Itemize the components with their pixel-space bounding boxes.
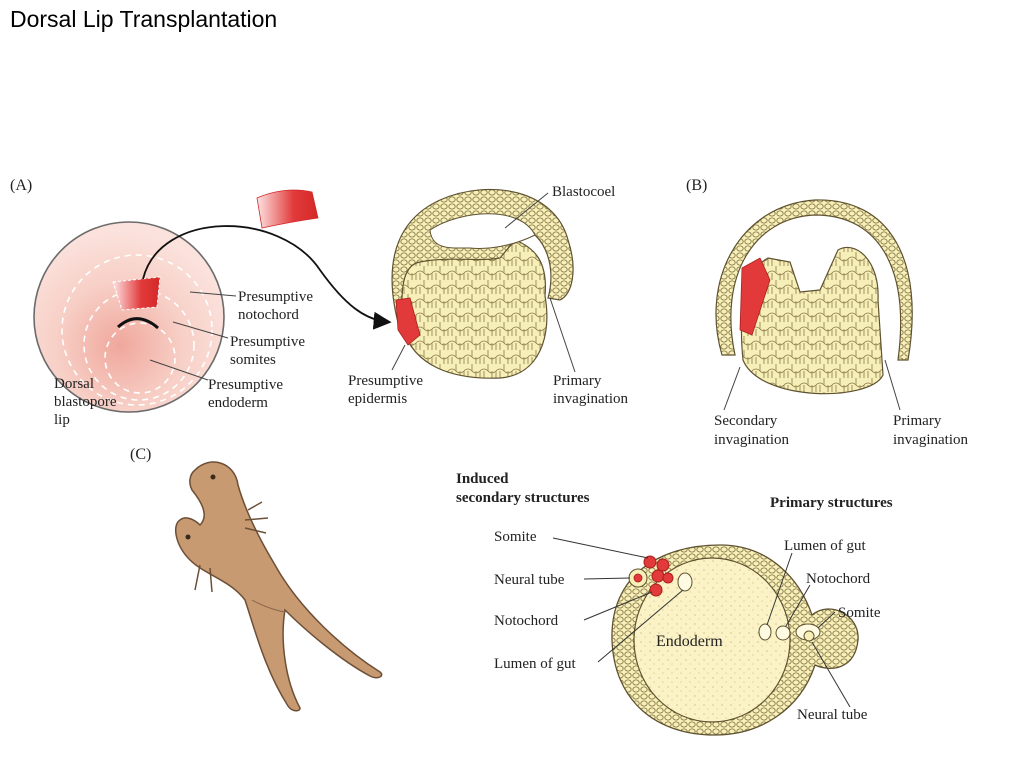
panel-b: (B) Secondary invagination Primary invag…: [686, 177, 968, 448]
label-presumptive-epidermis: Presumptive epidermis: [348, 373, 427, 407]
label-primary-notochord: Notochord: [806, 571, 871, 587]
label-secondary-invagination: Secondary invagination: [714, 413, 789, 448]
secondary-graft-cells: [739, 257, 771, 336]
grafted-tissue-in-host: [395, 297, 421, 346]
label-presumptive-somites: Presumptive somites: [230, 334, 309, 368]
panel-a-tag: (A): [10, 177, 32, 194]
label-induced-notochord: Notochord: [494, 613, 559, 629]
transplant-arrow: [142, 225, 392, 330]
dorsal-lip-graft-region: [112, 276, 161, 311]
label-endoderm: Endoderm: [656, 633, 723, 650]
panel-a: (A) Presumptive notochord Presumptive so…: [6, 172, 646, 442]
host-yolky-cells: [401, 239, 548, 379]
presumptive-endoderm-boundary: [104, 322, 176, 394]
embryo-b-outer-layer: [715, 199, 913, 361]
slide-title: Dorsal Lip Transplantation: [10, 6, 278, 32]
label-blastocoel: Blastocoel: [552, 184, 615, 200]
panel-c-tag: (C): [130, 446, 151, 463]
label-presumptive-endoderm: Presumptive endoderm: [208, 377, 287, 411]
label-primary-somite: Somite: [838, 605, 881, 621]
heading-induced-secondary: Induced secondary structures: [456, 471, 590, 506]
label-induced-neural-tube: Neural tube: [494, 572, 565, 588]
dorsal-blastopore-lip: [117, 317, 159, 330]
label-primary-invagination-a: Primary invagination: [553, 373, 628, 407]
label-induced-lumen-of-gut: Lumen of gut: [494, 656, 576, 672]
label-primary-invagination-b: Primary invagination: [893, 413, 968, 448]
label-primary-lumen-of-gut: Lumen of gut: [784, 538, 866, 554]
presumptive-notochord-boundary: [61, 254, 213, 406]
early-gastrula: [33, 221, 225, 413]
induced-lumen-of-gut: [677, 572, 693, 592]
panel-c: (C) Induced secondary structures Primary…: [130, 446, 893, 736]
primary-lumen-of-gut: [758, 623, 772, 641]
label-dorsal-blastopore-lip: Dorsal blastopore lip: [54, 376, 120, 428]
label-primary-neural-tube: Neural tube: [797, 707, 868, 723]
label-induced-somite: Somite: [494, 529, 537, 545]
panel-b-tag: (B): [686, 177, 707, 194]
heading-primary-structures: Primary structures: [770, 495, 893, 511]
induced-notochord: [649, 583, 663, 597]
label-presumptive-notochord: Presumptive notochord: [238, 289, 317, 323]
excised-dorsal-lip: [256, 189, 319, 229]
primary-neural-tube: [803, 630, 815, 642]
blastocoel-cavity: [429, 213, 536, 249]
twinned-salamander-larvae: [174, 461, 383, 712]
primary-notochord: [775, 625, 791, 641]
induced-somite-cluster: [643, 555, 674, 584]
